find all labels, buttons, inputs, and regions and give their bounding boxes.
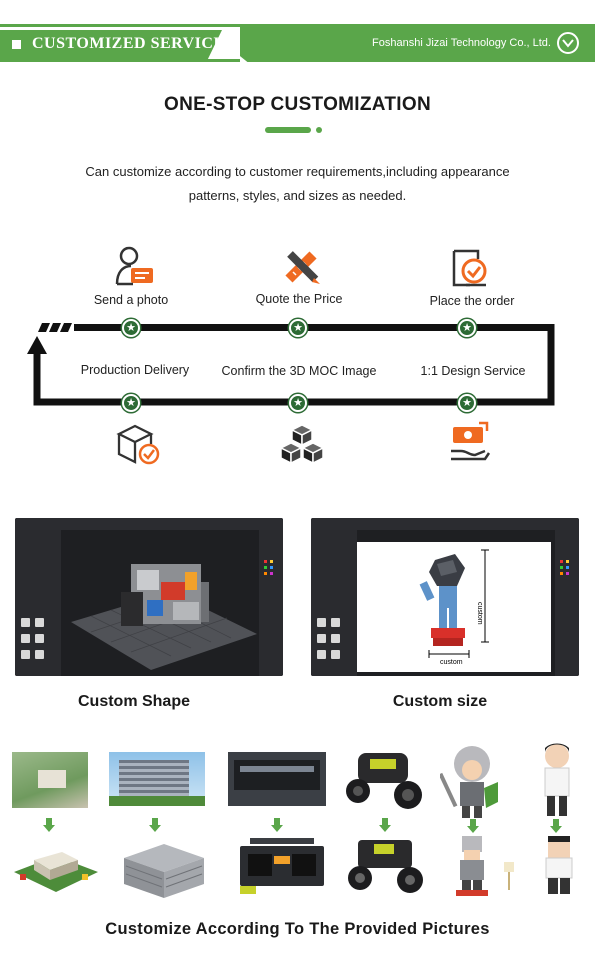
step-place-order: Place the order xyxy=(429,294,515,308)
arrow-down-icon xyxy=(379,818,391,832)
section-title: ONE-STOP CUSTOMIZATION xyxy=(164,94,431,115)
step-design-service: 1:1 Design Service xyxy=(420,364,526,378)
caption-custom-shape: Custom Shape xyxy=(77,693,190,710)
intro-line-1: Can customize according to customer requ… xyxy=(85,164,510,179)
title-underline-dot xyxy=(316,127,322,133)
brick-model-knight xyxy=(456,836,514,896)
star-icon: ★ xyxy=(122,319,140,337)
brick-model-campus xyxy=(14,852,98,892)
photo-office-building xyxy=(109,752,205,806)
cubes-icon xyxy=(279,423,325,467)
step-send-photo: Send a photo xyxy=(93,293,169,307)
header-banner: CUSTOMIZED SERVICE Foshanshi Jizai Techn… xyxy=(0,24,595,62)
user-chat-icon xyxy=(113,244,157,288)
brick-model-radio xyxy=(240,838,324,894)
dimension-label-horizontal: custom xyxy=(440,659,463,666)
process-loop xyxy=(27,323,555,406)
star-icon: ★ xyxy=(458,319,476,337)
star-icon: ★ xyxy=(289,394,307,412)
arrow-down-icon xyxy=(43,818,55,832)
photo-knight-cartoon xyxy=(440,746,498,818)
brick-model-office xyxy=(124,844,204,898)
brick-model-man xyxy=(545,836,573,894)
document-check-icon xyxy=(448,247,492,291)
banner-right-band xyxy=(200,24,595,62)
chevron-down-icon[interactable] xyxy=(557,32,579,54)
banner-title: CUSTOMIZED SERVICE xyxy=(32,35,225,52)
arrow-down-icon xyxy=(271,818,283,832)
company-name: Foshanshi Jizai Technology Co., Ltd. xyxy=(372,37,551,49)
title-underline xyxy=(265,127,311,133)
pencil-ruler-icon xyxy=(280,244,324,288)
section-intro: Can customize according to customer requ… xyxy=(40,160,555,208)
software-screenshot-size: custom custom xyxy=(311,518,579,676)
step-production-delivery: Production Delivery xyxy=(80,363,190,377)
banner-left-band xyxy=(0,24,240,62)
box-check-icon xyxy=(115,422,160,466)
software-screenshot-shape xyxy=(15,518,283,676)
step-confirm-moc: Confirm the 3D MOC Image xyxy=(221,364,377,378)
hand-money-icon xyxy=(449,421,493,465)
arrow-down-icon xyxy=(467,819,479,833)
gallery-title: Customize According To The Provided Pict… xyxy=(105,920,490,938)
intro-line-2: patterns, styles, and sizes as needed. xyxy=(188,188,407,203)
step-quote-price: Quote the Price xyxy=(255,292,343,306)
photo-radio xyxy=(228,752,326,806)
arrow-down-icon xyxy=(149,818,161,832)
caption-custom-size: Custom size xyxy=(392,693,488,710)
star-icon: ★ xyxy=(289,319,307,337)
photo-campus xyxy=(12,752,88,808)
banner-square-icon xyxy=(12,40,21,49)
star-icon: ★ xyxy=(458,394,476,412)
dimension-label-vertical: custom xyxy=(476,602,483,625)
photo-robot-vehicle xyxy=(346,753,422,809)
arrow-down-icon xyxy=(550,819,562,833)
loop-dashes xyxy=(38,323,72,332)
photo-man-cartoon xyxy=(544,743,570,816)
star-icon: ★ xyxy=(122,394,140,412)
brick-model-robot xyxy=(348,840,423,893)
